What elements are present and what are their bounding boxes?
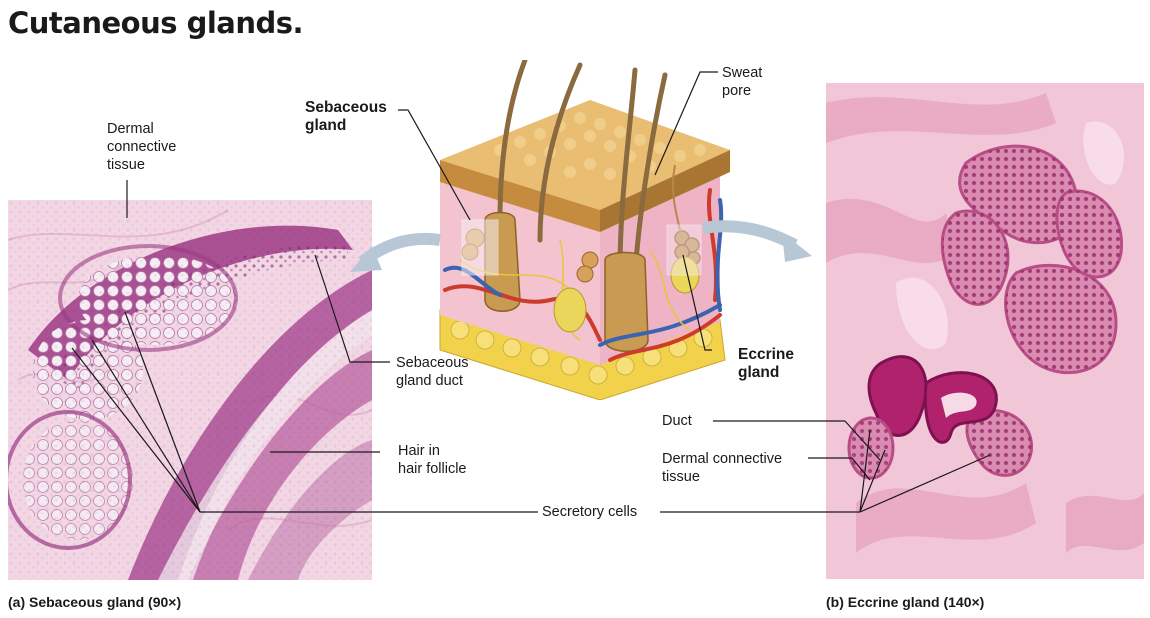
caption-eccrine-gland: (b) Eccrine gland (140×): [826, 594, 985, 610]
label-duct: Duct: [662, 413, 692, 429]
label-dermal-connective-tissue-left: Dermal connective tissue: [107, 121, 177, 173]
eccrine-micrograph: [826, 83, 1144, 579]
label-hair-in-follicle: Hair in hair follicle: [398, 443, 467, 477]
skin-block-illustration: [420, 60, 750, 400]
label-sebaceous-gland-duct: Sebaceous gland duct: [396, 355, 469, 389]
label-sweat-pore: Sweat pore: [722, 65, 763, 99]
sebaceous-micrograph: [8, 200, 372, 580]
label-dermal-connective-tissue-right: Dermal connective tissue: [662, 451, 783, 485]
figure-title: Cutaneous glands.: [8, 6, 304, 40]
label-eccrine-gland: Eccrine gland: [738, 346, 795, 381]
label-sebaceous-gland: Sebaceous gland: [305, 99, 387, 134]
label-secretory-cells: Secretory cells: [542, 504, 638, 520]
caption-sebaceous-gland: (a) Sebaceous gland (90×): [8, 594, 182, 610]
